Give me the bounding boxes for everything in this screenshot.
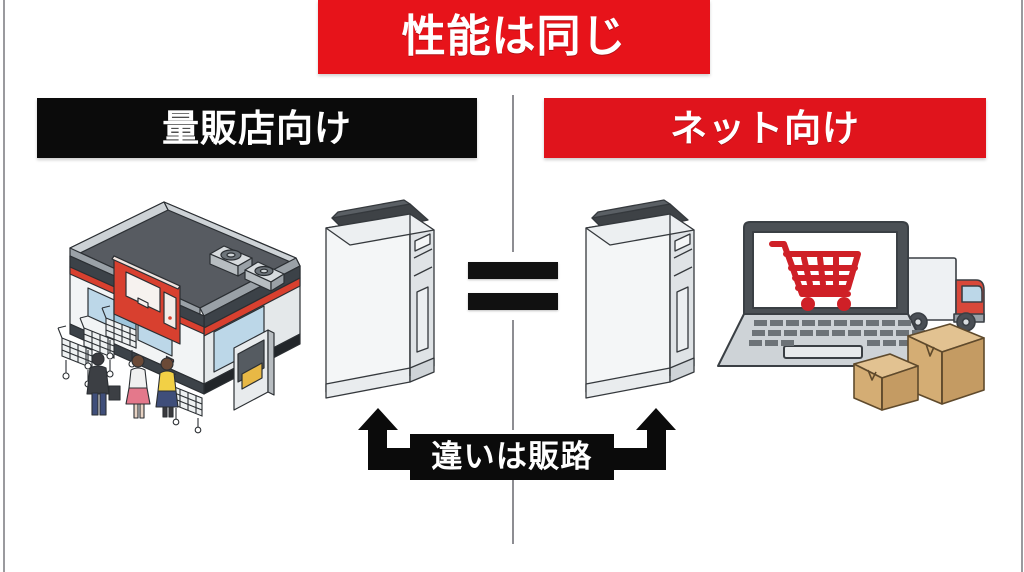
center-divider-top: [512, 95, 514, 252]
air-purifier-right: [578, 196, 706, 408]
caption-bar: 違いは販路: [410, 434, 614, 480]
caption-text: 違いは販路: [431, 438, 593, 475]
frame-right-line: [1021, 0, 1023, 572]
left-column-label: 量販店向け: [37, 98, 477, 158]
delivery-truck-icon: [897, 257, 985, 332]
right-column-label: ネット向け: [544, 98, 986, 158]
right-column-label-text: ネット向け: [670, 106, 860, 150]
shopping-cart-icon: [769, 241, 861, 297]
title-banner-text: 性能は同じ: [401, 11, 627, 62]
center-divider-bottom: [512, 478, 514, 544]
equals-bar-bottom: [468, 293, 558, 310]
laptop-keyboard: [749, 320, 928, 346]
equals-sign: [468, 262, 558, 310]
retail-store-illustration: [52, 196, 312, 434]
up-arrow-right-icon: [606, 408, 676, 470]
air-purifier-left: [318, 196, 446, 408]
left-column-label-text: 量販店向け: [162, 106, 352, 150]
online-shopping-illustration: [717, 214, 985, 411]
equals-bar-top: [468, 262, 558, 279]
center-divider-middle: [512, 320, 514, 430]
frame-left-line: [3, 0, 5, 572]
title-banner: 性能は同じ: [318, 0, 710, 74]
cardboard-box-icon: [853, 323, 985, 411]
caption-group: 違いは販路: [358, 408, 676, 480]
